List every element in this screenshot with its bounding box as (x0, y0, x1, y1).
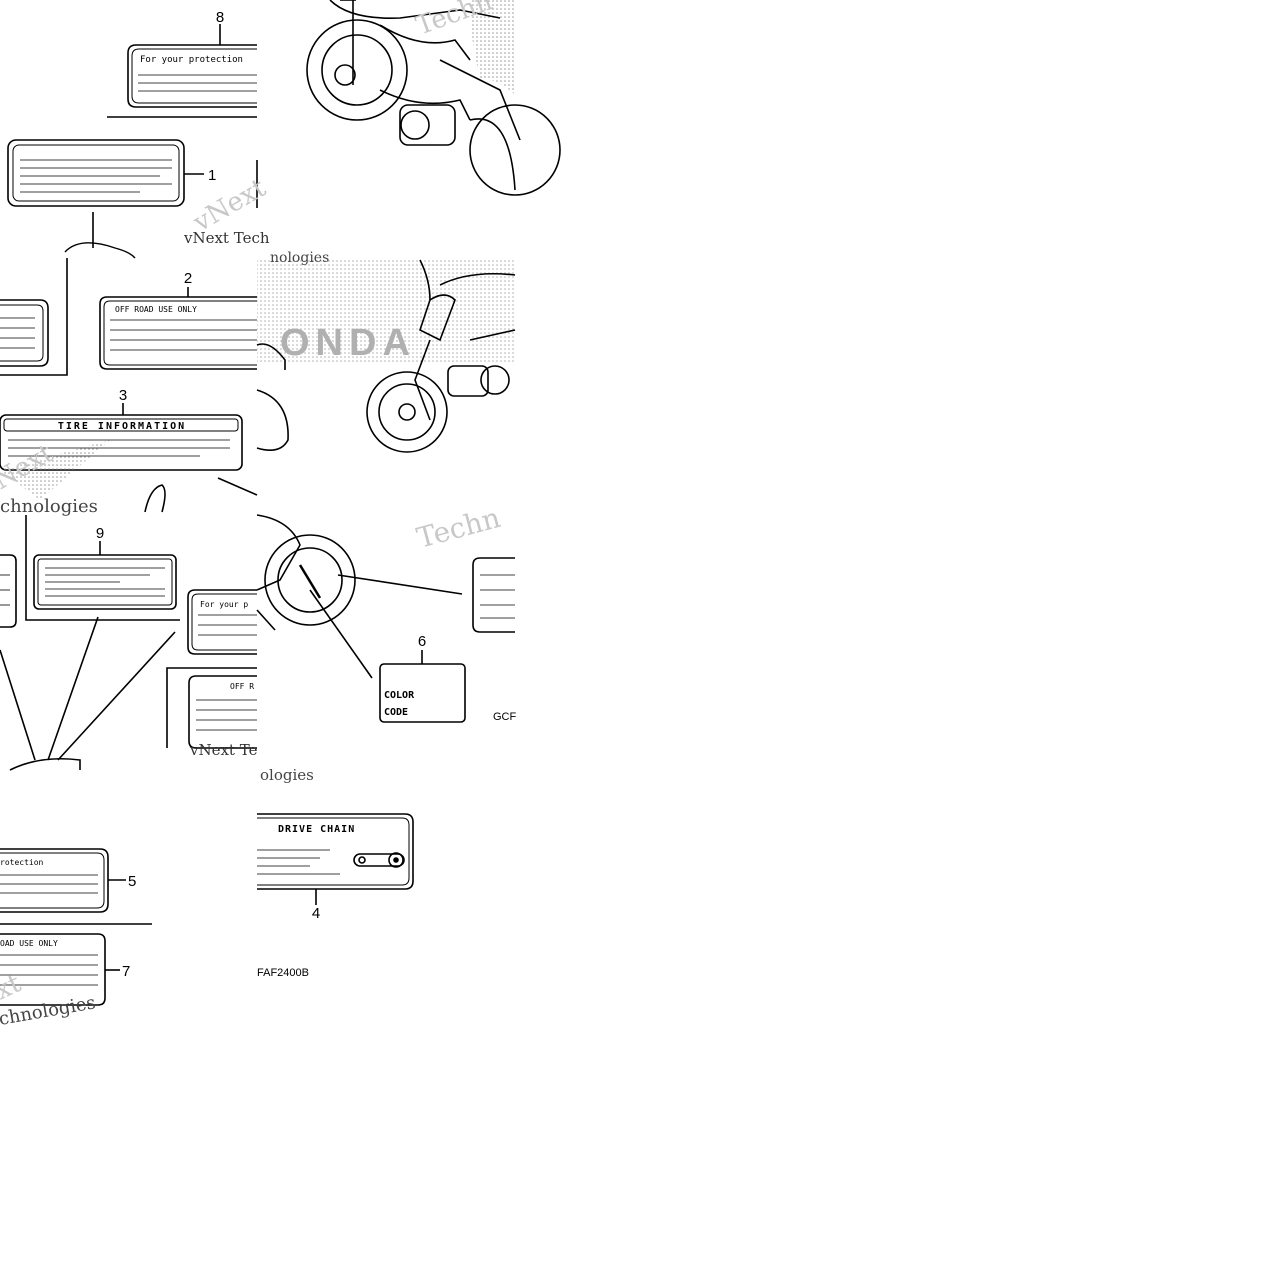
label-off-road-2 (99, 287, 257, 370)
motorcycle-front-illustration (256, 0, 561, 208)
tile-bottom-right (257, 813, 414, 905)
callout-6: 6 (418, 633, 426, 650)
callout-3: 3 (119, 387, 127, 404)
label-protection-5 (0, 848, 126, 913)
tile-lower-left (0, 515, 257, 771)
watermark-g: vNext Te (189, 741, 258, 759)
label-3-text: TIRE INFORMATION (58, 421, 186, 432)
callout-4: 4 (312, 905, 320, 922)
chain-icon (353, 852, 405, 868)
label-color-code-6 (379, 650, 466, 723)
callout-2: 2 (184, 270, 192, 287)
label-5-text: rotection (0, 858, 44, 867)
tile-lower-right (256, 514, 515, 723)
label-7-text: OAD USE ONLY (0, 939, 58, 948)
ref-code-a: GCF (493, 711, 517, 723)
svg-text:ONDA: ONDA (280, 322, 416, 364)
tile-top-right (256, 0, 561, 208)
callout-7: 7 (122, 963, 130, 980)
callout-8: 8 (216, 9, 224, 26)
tile-bottom-left (0, 848, 152, 1006)
watermark-i: ologies (260, 766, 314, 784)
watermark-f: chnologies (0, 496, 98, 517)
motorcycle-side-illustration (256, 259, 516, 453)
tile-top-left (7, 24, 257, 259)
watermark-h: Techn (413, 501, 503, 555)
label-code: CODE (384, 707, 408, 718)
watermark-c: vNext Tech (183, 229, 270, 247)
watermark-j: xt (0, 968, 26, 1006)
label-1 (7, 139, 204, 207)
label-color: COLOR (384, 690, 415, 701)
watermark-d: nologies (270, 250, 329, 266)
label-8-text: For your protection (140, 55, 243, 65)
tile-mid-right: ONDA (256, 258, 516, 453)
callout-1: 1 (208, 167, 216, 184)
label-protection-8 (127, 24, 257, 108)
tile-mid-left (0, 258, 258, 513)
label-right-off-road: OFF R (230, 682, 254, 691)
label-right-protection: For your p (200, 600, 248, 609)
label-off-road-7 (0, 933, 120, 1006)
label-drive-chain-4 (257, 813, 414, 905)
label-tire-information-3 (0, 403, 243, 471)
callout-5: 5 (128, 873, 136, 890)
label-4-text: DRIVE CHAIN (278, 824, 355, 835)
label-9 (33, 541, 177, 610)
callout-9: 9 (96, 525, 104, 542)
label-2-text: OFF ROAD USE ONLY (115, 305, 197, 314)
ref-code-b: FAF2400B (257, 967, 309, 979)
